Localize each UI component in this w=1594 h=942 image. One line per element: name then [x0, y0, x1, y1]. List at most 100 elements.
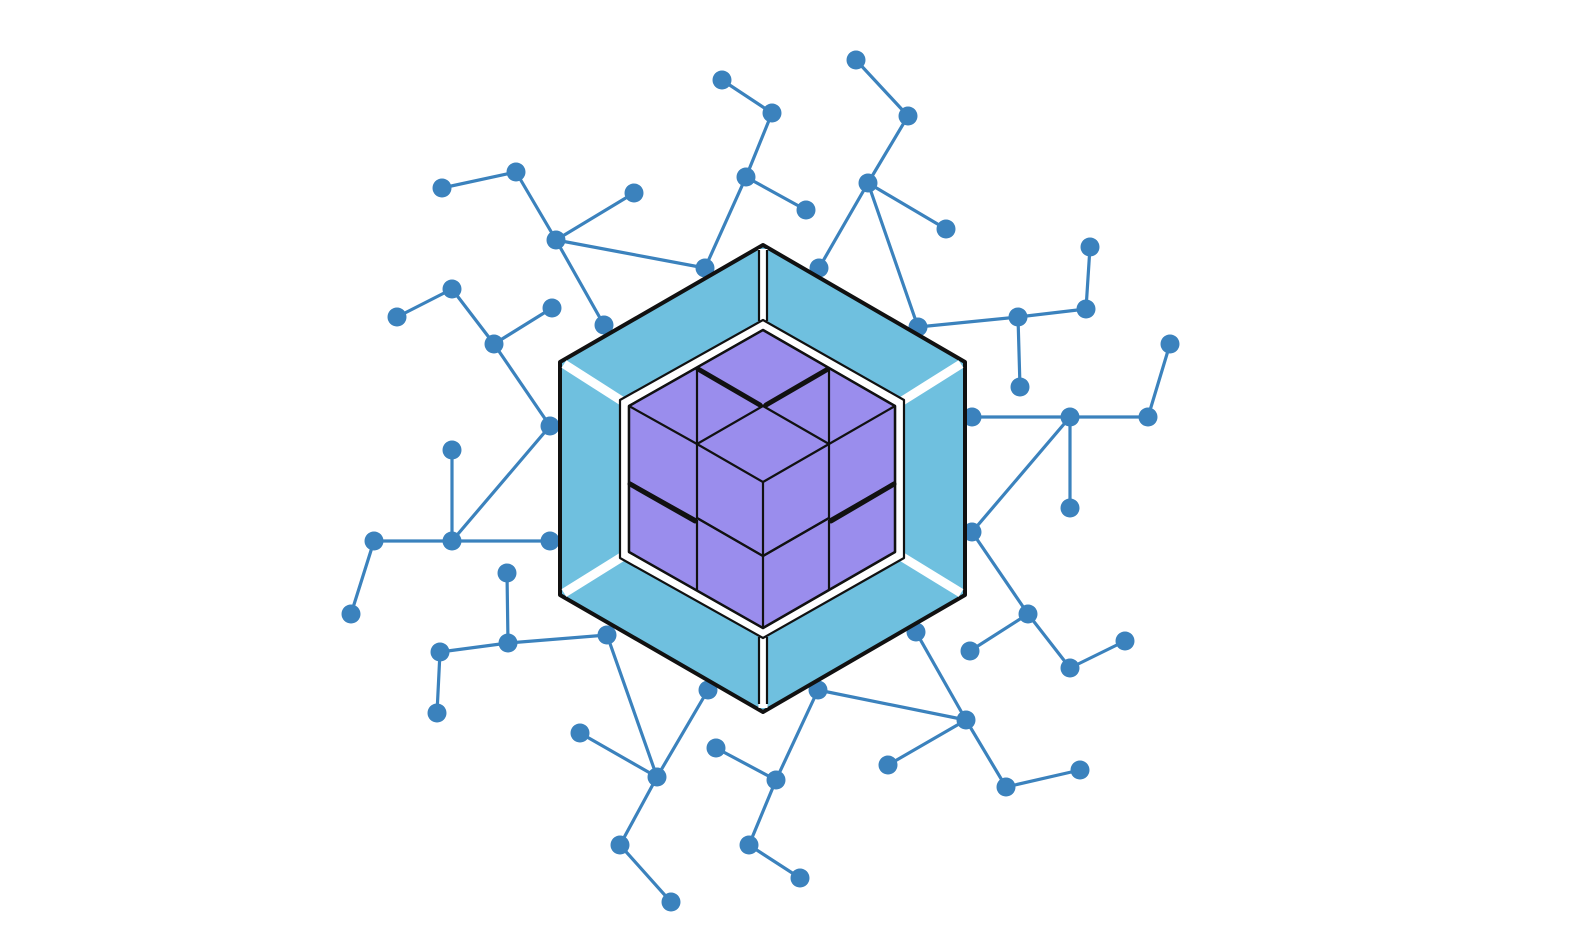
network-edge — [866, 114, 910, 185]
dependency-network — [341, 50, 1180, 912]
network-node — [432, 178, 452, 198]
network-node — [1060, 498, 1080, 518]
network-edge — [554, 238, 606, 327]
sub-cube-gaps — [627, 366, 897, 524]
network-edge — [747, 843, 802, 880]
network-node — [695, 258, 715, 278]
network-node — [570, 723, 590, 743]
network-node — [936, 219, 956, 239]
network-edge — [914, 630, 968, 722]
network-node — [960, 641, 980, 661]
network-edge — [505, 571, 510, 645]
network-node — [846, 50, 866, 70]
network-node — [808, 680, 828, 700]
network-edge — [1016, 315, 1022, 389]
network-node — [341, 604, 361, 624]
network-edge — [578, 731, 659, 779]
network-node — [898, 106, 918, 126]
network-node — [766, 770, 786, 790]
network-edge — [854, 58, 910, 118]
network-edge — [435, 650, 442, 715]
network-node — [796, 200, 816, 220]
network-edge — [514, 170, 558, 242]
network-edge — [964, 718, 1008, 789]
network-node — [540, 416, 560, 436]
network-edge — [554, 191, 636, 242]
network-node — [546, 230, 566, 250]
frame-seams — [561, 249, 964, 708]
network-edge — [450, 424, 552, 543]
network-node — [1115, 631, 1135, 651]
network-edge — [605, 633, 659, 779]
network-node — [610, 835, 630, 855]
network-node — [594, 315, 614, 335]
network-node — [427, 703, 447, 723]
network-edge — [349, 539, 376, 616]
network-node — [956, 710, 976, 730]
network-edge — [450, 287, 496, 346]
network-node — [430, 642, 450, 662]
network-node — [962, 522, 982, 542]
network-node — [736, 167, 756, 187]
network-node — [996, 777, 1016, 797]
network-node — [484, 334, 504, 354]
network-edge — [1068, 639, 1127, 670]
network-node — [1160, 334, 1180, 354]
network-edge — [1026, 612, 1072, 670]
network-edge — [720, 78, 774, 115]
network-edge — [774, 688, 820, 782]
network-edge — [492, 342, 552, 428]
network-edge — [1146, 342, 1172, 419]
network-node — [506, 162, 526, 182]
network-edge — [817, 181, 870, 270]
network-node — [1060, 407, 1080, 427]
network-edge — [492, 306, 554, 346]
network-edge — [968, 612, 1030, 653]
network-node — [364, 531, 384, 551]
network-node — [712, 70, 732, 90]
network-node — [387, 307, 407, 327]
network-edge — [554, 238, 707, 270]
network-node — [762, 103, 782, 123]
network-edge — [866, 181, 948, 231]
network-edge — [395, 287, 454, 319]
network-edge — [440, 170, 518, 190]
webpack-cube-icon — [558, 243, 967, 714]
network-node — [661, 892, 681, 912]
network-node — [1010, 377, 1030, 397]
network-node — [498, 633, 518, 653]
network-node — [442, 440, 462, 460]
network-edge — [618, 775, 659, 847]
network-edge — [438, 641, 510, 654]
network-node — [790, 868, 810, 888]
network-edge — [703, 175, 748, 270]
network-node — [442, 531, 462, 551]
network-edge — [655, 688, 710, 779]
network-edge — [1004, 768, 1082, 789]
network-node — [1138, 407, 1158, 427]
network-edge — [714, 746, 778, 782]
network-node — [540, 531, 560, 551]
network-node — [442, 279, 462, 299]
network-node — [624, 183, 644, 203]
network-node — [647, 767, 667, 787]
network-node — [1070, 760, 1090, 780]
network-node — [597, 625, 617, 645]
network-edge — [506, 633, 609, 645]
network-edge — [886, 718, 968, 767]
network-edge — [866, 181, 920, 329]
network-edge — [970, 530, 1030, 616]
network-node — [1060, 658, 1080, 678]
network-edge — [744, 111, 774, 179]
network-node — [858, 173, 878, 193]
network-node — [497, 563, 517, 583]
network-edge — [1084, 245, 1092, 311]
network-edge — [916, 315, 1020, 329]
network-node — [1080, 237, 1100, 257]
network-node — [739, 835, 759, 855]
network-node — [1018, 604, 1038, 624]
network-edge — [747, 778, 778, 847]
network-edge — [618, 843, 673, 904]
network-node — [878, 755, 898, 775]
network-edge — [970, 415, 1072, 534]
